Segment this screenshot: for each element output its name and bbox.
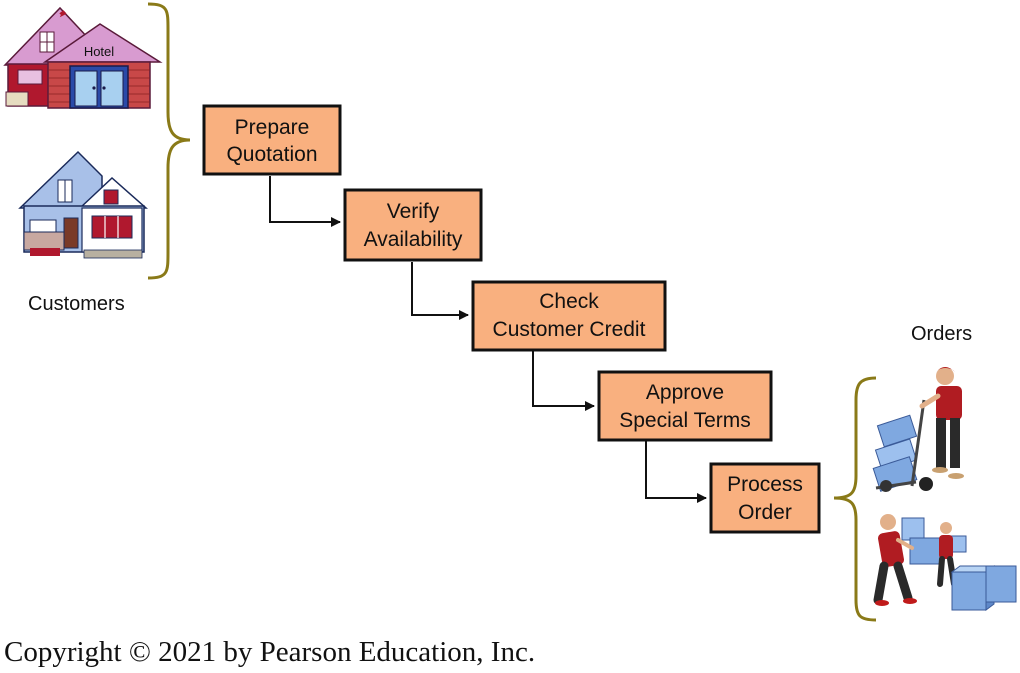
orders-label: Orders <box>911 323 972 345</box>
step-line1: Process <box>727 473 803 496</box>
step-line2: Availability <box>364 228 463 251</box>
step-line2: Special Terms <box>619 409 751 432</box>
connector-3 <box>532 350 595 411</box>
step-approve-special-terms: Approve Special Terms <box>597 370 773 442</box>
delivery-worker-hand-truck-icon <box>872 367 964 492</box>
movers-carrying-boxes-icon <box>873 514 1017 611</box>
hotel-sign-text: Hotel <box>84 44 114 59</box>
step-verify-availability: Verify Availability <box>343 188 483 262</box>
step-line2: Order <box>738 501 792 524</box>
house-icon <box>18 150 148 259</box>
step-line2: Customer Credit <box>493 318 646 341</box>
step-line1: Verify <box>387 200 440 223</box>
step-line1: Check <box>539 290 599 313</box>
step-line1: Approve <box>646 381 724 404</box>
step-check-customer-credit: Check Customer Credit <box>471 280 667 352</box>
connector-2 <box>411 262 469 320</box>
orders-brace <box>833 376 877 622</box>
copyright-notice: Copyright © 2021 by Pearson Education, I… <box>4 636 536 668</box>
connector-1 <box>269 176 341 227</box>
step-line1: Prepare <box>235 116 310 139</box>
hotel-building-icon: Hotel <box>3 6 163 109</box>
step-prepare-quotation: Prepare Quotation <box>202 104 342 176</box>
customers-brace <box>147 2 191 280</box>
connector-4 <box>645 440 707 503</box>
customers-label: Customers <box>28 293 125 315</box>
step-line2: Quotation <box>226 143 317 166</box>
step-process-order: Process Order <box>709 462 821 534</box>
